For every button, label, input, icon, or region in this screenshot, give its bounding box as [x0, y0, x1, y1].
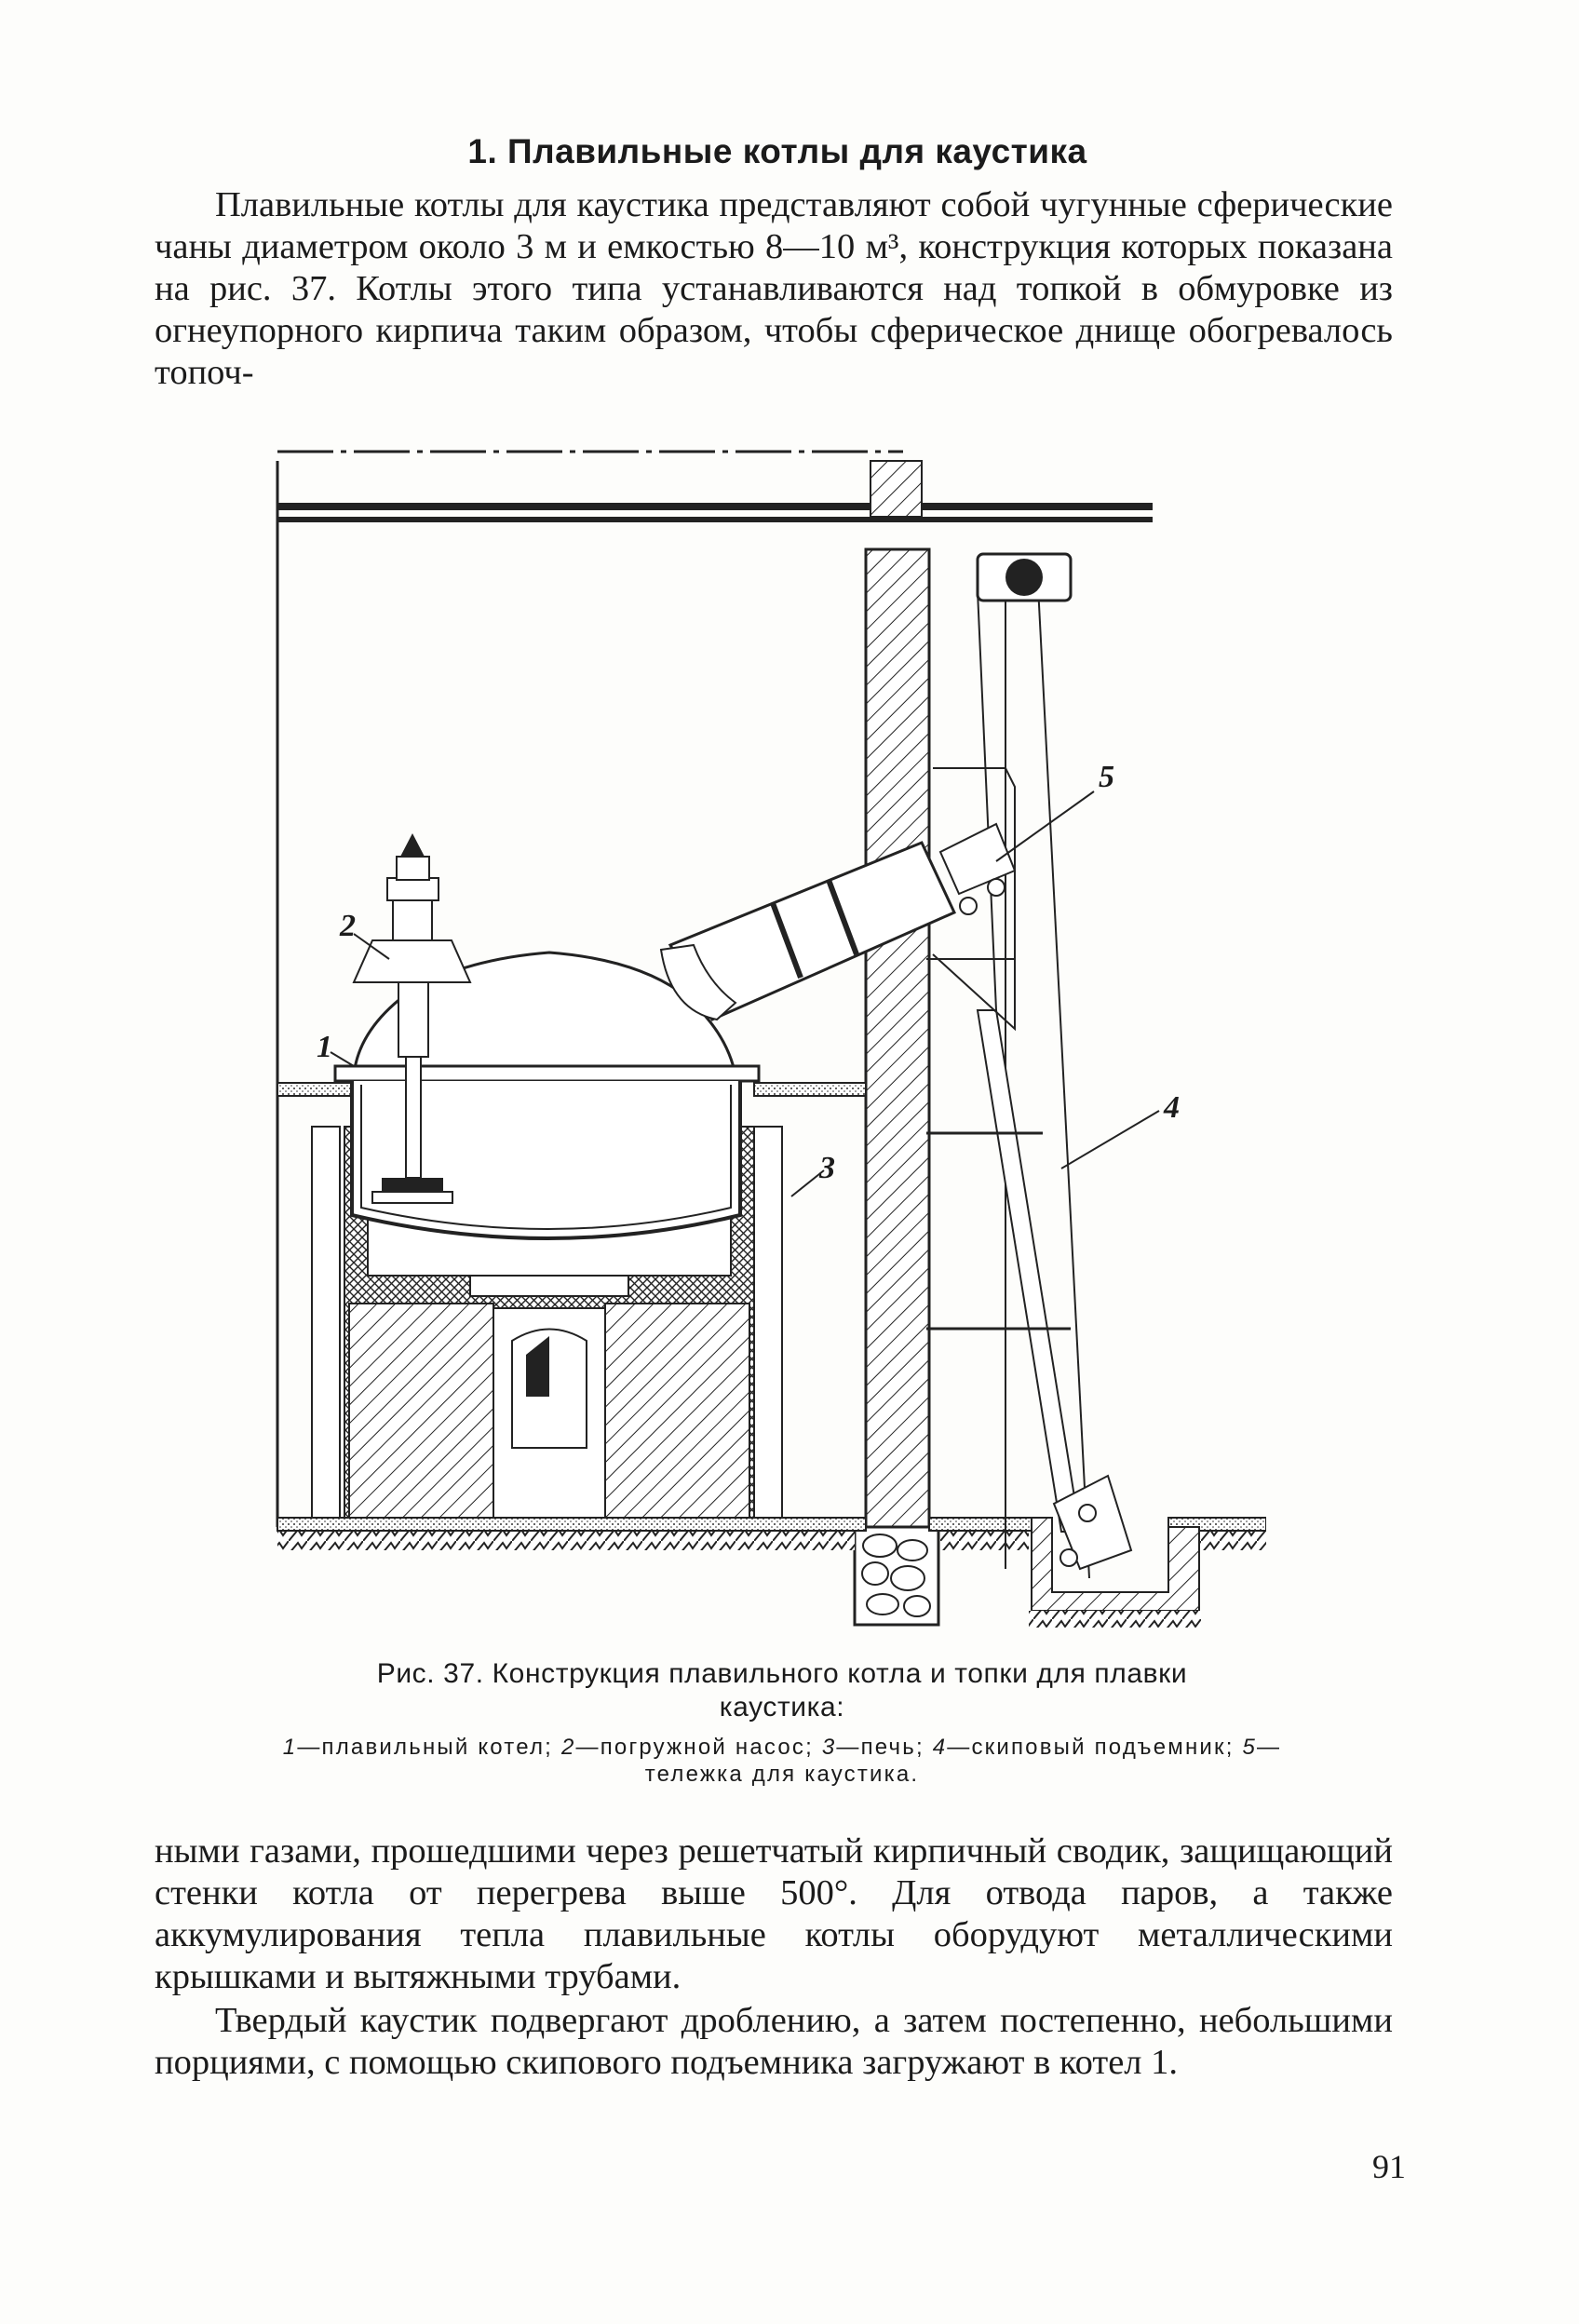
paragraph-intro: Плавильные котлы для каустика представля… [155, 184, 1393, 394]
legend-text-5: —тележка для каустика. [644, 1735, 1282, 1787]
legend-num-2: 2 [560, 1735, 576, 1760]
legend-num-5: 5 [1242, 1735, 1258, 1760]
callout-4: 4 [1163, 1090, 1180, 1125]
caption-line-2: каустика: [719, 1692, 845, 1723]
figure-callouts: 2 1 3 4 5 [317, 760, 1180, 1197]
paragraph-text: ными газами, прошедшими через решетчатый… [155, 1831, 1393, 1996]
paragraph-text: Твердый каустик подвергают дроблению, а … [155, 2001, 1393, 2082]
legend-text-3: —печь; [836, 1735, 924, 1760]
caption-line-1: Рис. 37. Конструкция плавильного котла и… [376, 1658, 1188, 1689]
legend-num-3: 3 [821, 1735, 837, 1760]
section-title: 1. Плавильные котлы для каустика [467, 132, 1087, 170]
legend-num-4: 4 [932, 1735, 948, 1760]
legend-text-4: —скиповый подъемник; [947, 1735, 1235, 1760]
legend-text-2: —погружной насос; [575, 1735, 814, 1760]
skip-pit [1029, 1517, 1201, 1628]
callout-1: 1 [317, 1030, 332, 1064]
figure-legend: 1—плавильный котел; 2—погружной насос; 3… [270, 1734, 1294, 1788]
callout-5: 5 [1099, 760, 1114, 794]
figure-caption: Рис. 37. Конструкция плавильного котла и… [270, 1657, 1294, 1724]
brick-column [853, 460, 940, 1627]
ceiling-beam [276, 450, 1153, 1527]
paragraph-text: Плавильные котлы для каустика представля… [155, 185, 1393, 392]
callout-2: 2 [339, 909, 356, 943]
page-number: 91 [1372, 2148, 1406, 2185]
legend-num-1: 1 [282, 1735, 298, 1760]
skip-hoist [926, 552, 1133, 1579]
paragraph-continuation: ными газами, прошедшими через решетчатый… [155, 1831, 1393, 2084]
callout-3: 3 [818, 1151, 835, 1185]
charging-chute [659, 841, 957, 1021]
submersible-pump [352, 833, 472, 1204]
figure-37-drawing: 2 1 3 4 5 [270, 433, 1266, 1634]
legend-text-1: —плавильный котел; [297, 1735, 554, 1760]
